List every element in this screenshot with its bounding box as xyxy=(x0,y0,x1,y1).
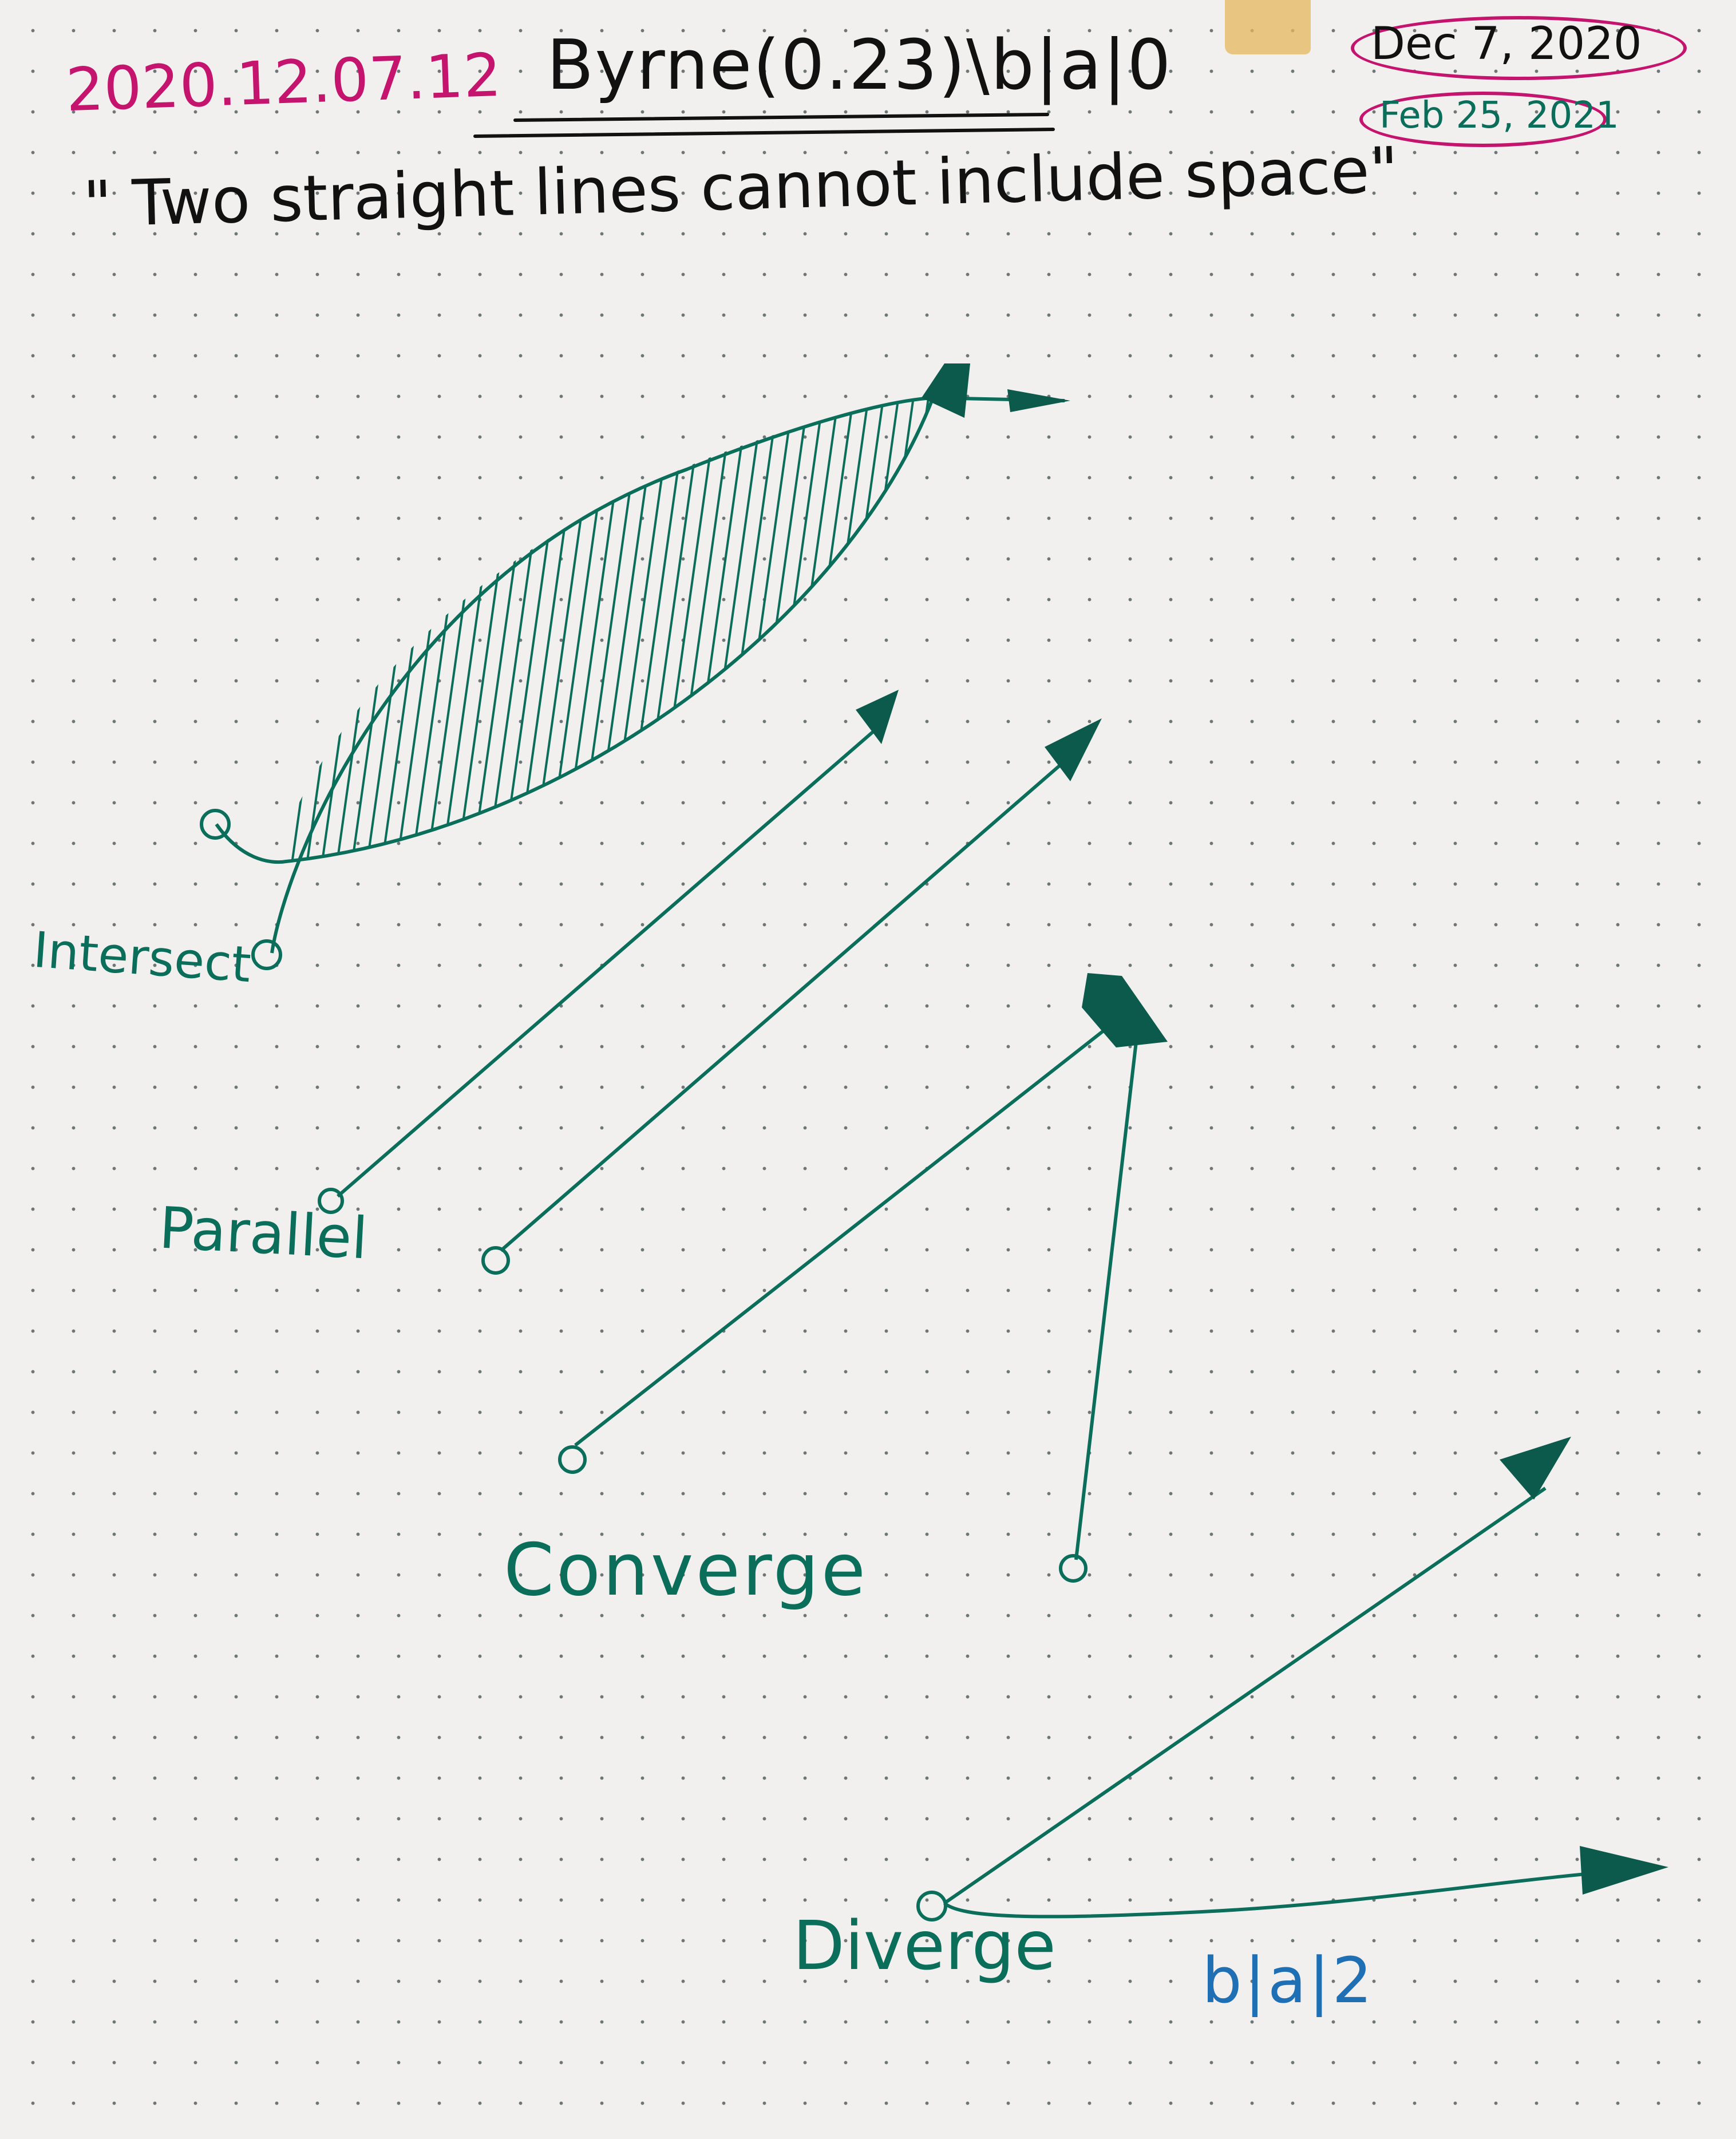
diverge-lines xyxy=(916,1437,1668,1921)
log-date-first: Dec 7, 2020 xyxy=(1371,18,1642,70)
footnote-label: b|a|2 xyxy=(1202,1944,1375,2017)
parallel-lines xyxy=(318,690,1102,1275)
date-stamp-oval xyxy=(1359,92,1607,147)
page-title: Byrne(0.23)\b|a|0 xyxy=(547,26,1172,105)
parallel-label: Parallel xyxy=(157,1194,370,1272)
masking-tape xyxy=(1225,0,1311,54)
converge-label: Converge xyxy=(504,1528,868,1612)
date-stamp-oval xyxy=(1351,16,1687,80)
intersect-label: Intersect xyxy=(31,921,253,994)
intersect-figure xyxy=(200,363,1070,970)
log-date-second: Feb 25, 2021 xyxy=(1379,94,1619,137)
converge-lines xyxy=(558,973,1168,1583)
diverge-label: Diverge xyxy=(793,1906,1057,1985)
